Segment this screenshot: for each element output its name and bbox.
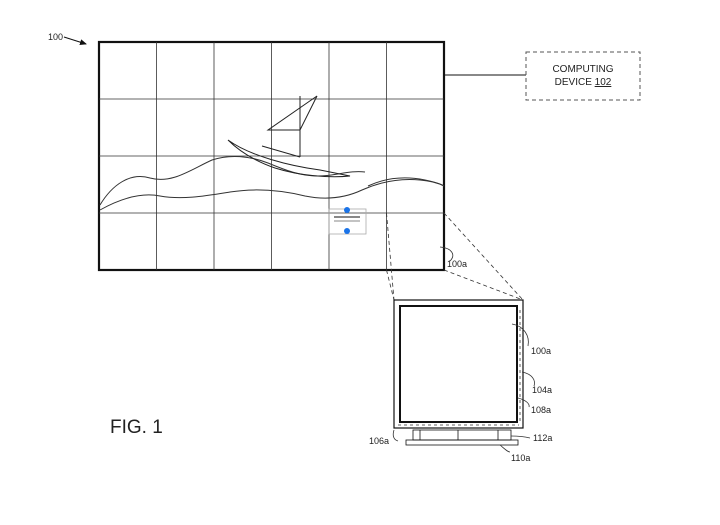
tile-base — [405, 439, 519, 446]
figure-label: FIG. 1 — [110, 417, 163, 438]
wave-right — [367, 177, 445, 187]
ref-base: 110a — [511, 453, 530, 463]
ref-stand: 112a — [533, 433, 552, 443]
selection-handle-top[interactable] — [344, 207, 350, 213]
ref-tile-label: 100a — [447, 259, 467, 269]
wave-lower — [99, 179, 445, 211]
projection-lines — [386, 212, 524, 301]
ref-detail-tile: 100a — [531, 346, 551, 356]
sailboat — [227, 95, 351, 178]
tile-stand — [412, 429, 512, 441]
tile-detail-inner — [399, 305, 518, 423]
ref-system-arrow — [63, 36, 87, 46]
ref-tile-leader — [439, 246, 454, 262]
computing-device-line1: COMPUTING — [552, 64, 613, 75]
ref-system-label: 100 — [48, 32, 63, 42]
ref-bottom: 106a — [369, 436, 389, 446]
selection-widget[interactable] — [328, 207, 367, 235]
ref-edge: 108a — [531, 405, 551, 415]
computing-device-line2: DEVICE 102 — [555, 77, 612, 88]
ref-bezel: 104a — [532, 385, 552, 395]
display-wall-grid — [99, 42, 444, 270]
tile-detail-outer — [393, 299, 524, 429]
computing-device-box — [525, 51, 641, 101]
tile-detail — [393, 299, 524, 446]
selection-handle-bottom[interactable] — [344, 228, 350, 234]
